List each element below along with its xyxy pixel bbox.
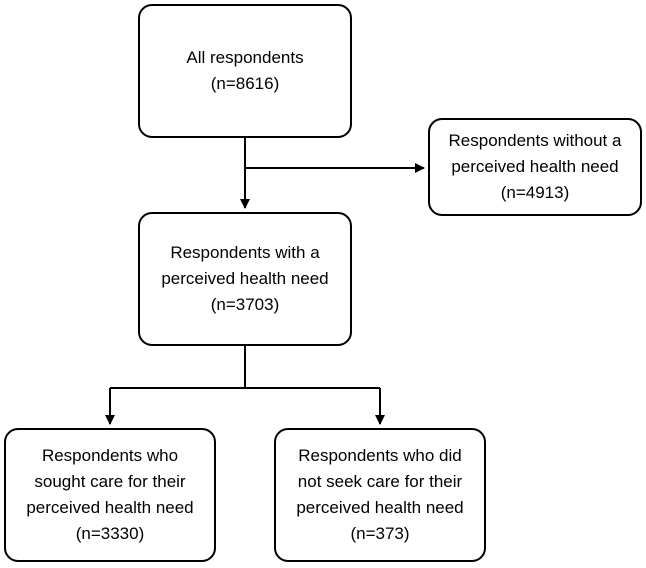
with-need-label-line2: perceived health need — [161, 269, 329, 288]
not-sought-care-count: (n=373) — [350, 524, 410, 543]
with-need-box: Respondents with a perceived health need… — [138, 212, 352, 346]
not-sought-care-label-line1: Respondents who did — [298, 446, 462, 465]
with-need-label-line1: Respondents with a — [170, 243, 320, 262]
all-respondents-box: All respondents (n=8616) — [138, 4, 352, 138]
not-sought-care-label-line3: perceived health need — [296, 498, 464, 517]
all-respondents-count: (n=8616) — [210, 74, 280, 93]
without-need-box: Respondents without a perceived health n… — [428, 118, 642, 216]
sought-care-label-line3: perceived health need — [26, 498, 194, 517]
all-respondents-label: All respondents — [186, 48, 304, 67]
without-need-label-line2: perceived health need — [451, 157, 619, 176]
without-need-count: (n=4913) — [500, 183, 570, 202]
without-need-label-line1: Respondents without a — [448, 131, 622, 150]
sought-care-label-line1: Respondents who — [41, 446, 179, 465]
sought-care-label-line2: sought care for their — [34, 472, 186, 491]
sought-care-box: Respondents who sought care for their pe… — [4, 428, 216, 562]
with-need-count: (n=3703) — [210, 295, 280, 314]
not-sought-care-box: Respondents who did not seek care for th… — [274, 428, 486, 562]
sought-care-count: (n=3330) — [75, 524, 145, 543]
not-sought-care-label-line2: not seek care for their — [297, 472, 463, 491]
